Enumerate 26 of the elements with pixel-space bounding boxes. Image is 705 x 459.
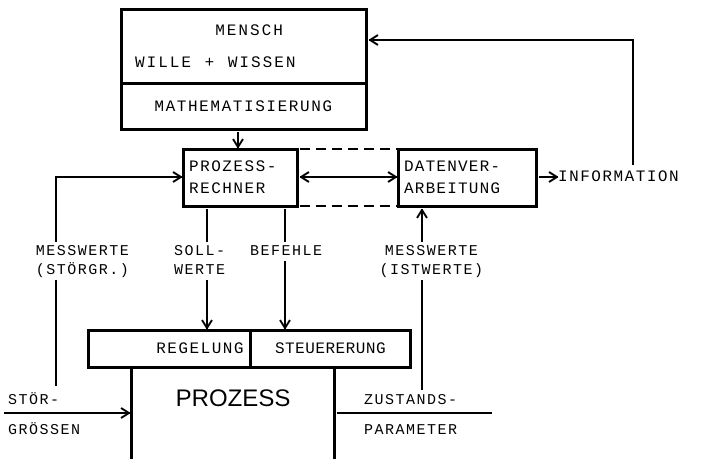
node-text: REGELUNG bbox=[156, 339, 245, 360]
arrow bbox=[232, 132, 244, 148]
node-text: STEUERERUNG bbox=[274, 339, 386, 360]
dashed-line bbox=[300, 148, 397, 150]
process-box bbox=[397, 148, 538, 208]
node-text: PROZESS bbox=[176, 384, 290, 414]
process-box bbox=[249, 329, 412, 369]
arrow bbox=[4, 407, 130, 419]
process-box bbox=[182, 148, 299, 208]
node-text: INFORMATION bbox=[558, 167, 680, 188]
edge-label: STÖR- GRÖSSEN bbox=[8, 391, 83, 441]
process-box bbox=[120, 82, 368, 131]
arrow bbox=[369, 34, 634, 165]
node-text: DATENVER- ARBEITUNG bbox=[404, 157, 502, 200]
node-text: PROZESS- RECHNER bbox=[189, 157, 279, 200]
arrow bbox=[539, 171, 558, 183]
edge-label: ZUSTANDS- PARAMETER bbox=[364, 391, 460, 441]
node-text: WILLE + WISSEN bbox=[135, 52, 298, 74]
dashed-line bbox=[300, 205, 397, 207]
arrow bbox=[300, 171, 397, 183]
node-text: MENSCH bbox=[215, 20, 285, 42]
arrow bbox=[55, 171, 182, 386]
process-box bbox=[120, 8, 368, 85]
node-text: MATHEMATISIERUNG bbox=[154, 96, 334, 118]
process-box bbox=[130, 366, 336, 459]
process-box bbox=[87, 329, 252, 369]
